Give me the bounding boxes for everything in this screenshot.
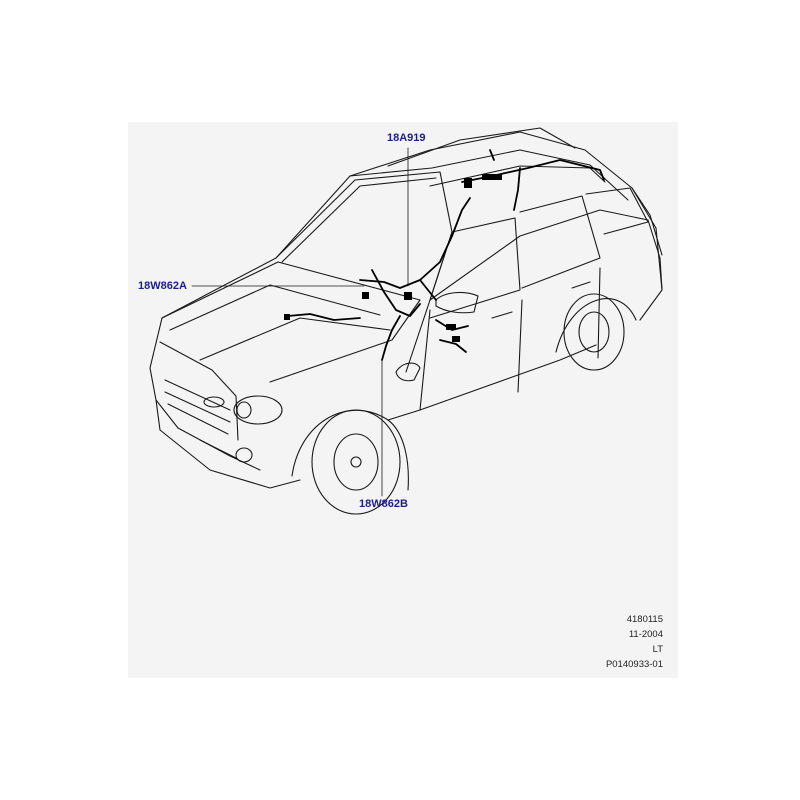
leader-lines — [191, 147, 409, 497]
drawing-meta-block: 4180115 11-2004 LT P0140933-01 — [606, 612, 663, 672]
drawing-number: 4180115 — [626, 614, 663, 625]
wiring-harness — [287, 149, 605, 361]
harness-connectors — [284, 174, 502, 342]
part-reference: P0140933-01 — [605, 659, 663, 670]
callout-18W862A: 18W862A — [138, 280, 187, 292]
vehicle-body — [149, 127, 663, 515]
drawing-date: 11-2004 — [628, 629, 663, 640]
callout-18W862B: 18W862B — [359, 498, 408, 510]
callout-18A919: 18A919 — [387, 132, 426, 144]
drawing-code: LT — [652, 644, 663, 655]
